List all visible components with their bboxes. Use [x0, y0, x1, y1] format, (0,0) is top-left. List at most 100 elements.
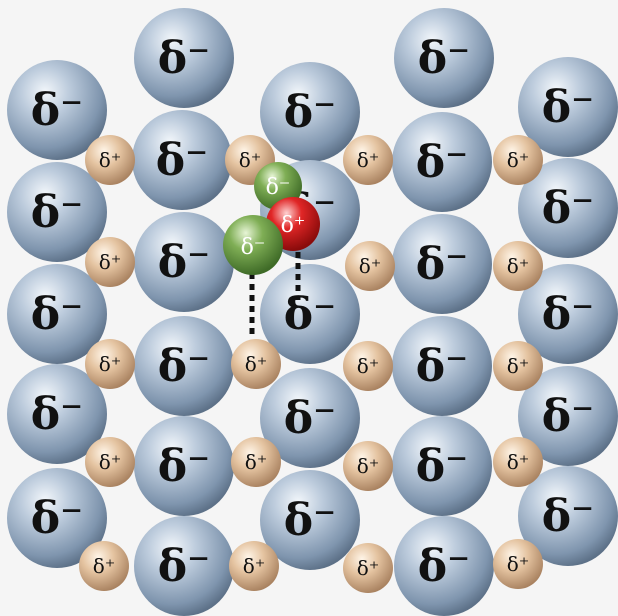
anion-7: δ⁻ [392, 112, 492, 212]
anion-1-label: δ⁻ [158, 33, 211, 84]
cation-15-label: δ⁺ [507, 450, 530, 474]
anion-16-sphere [134, 316, 234, 416]
anion-24-sphere [260, 470, 360, 570]
cation-11-label: δ⁺ [507, 354, 530, 378]
cation-19-label: δ⁺ [507, 552, 530, 576]
cation-10-label: δ⁺ [357, 354, 380, 378]
cation-12-sphere [85, 437, 135, 487]
anion-21-label: δ⁻ [158, 441, 211, 492]
cation-17: δ⁺ [229, 541, 279, 591]
anion-18-label: δ⁻ [31, 389, 84, 440]
cation-8: δ⁺ [85, 339, 135, 389]
anion-1-sphere [134, 8, 234, 108]
anion-19: δ⁻ [260, 368, 360, 468]
anion-21-sphere [134, 416, 234, 516]
cation-3: δ⁺ [343, 135, 393, 185]
anion-11: δ⁻ [134, 212, 234, 312]
anion-4-sphere [260, 62, 360, 162]
anion-24-label: δ⁻ [284, 495, 337, 546]
anion-18-sphere [7, 364, 107, 464]
cation-14-sphere [343, 441, 393, 491]
green-atom-left-label: δ⁻ [241, 235, 266, 260]
red-atom-label: δ⁺ [281, 213, 306, 238]
anion-5-sphere [518, 57, 618, 157]
anion-26: δ⁻ [134, 516, 234, 616]
anion-26-label: δ⁻ [158, 541, 211, 592]
anion-13: δ⁻ [7, 264, 107, 364]
cation-4: δ⁺ [493, 135, 543, 185]
cation-18-label: δ⁺ [357, 556, 380, 580]
cation-9: δ⁺ [231, 339, 281, 389]
adsorbate-layer: δ⁻ δ⁺ δ⁻ [223, 162, 320, 275]
anion-25: δ⁻ [518, 466, 618, 566]
anion-17-label: δ⁻ [416, 341, 469, 392]
cation-14: δ⁺ [343, 441, 393, 491]
anion-22-label: δ⁻ [416, 441, 469, 492]
anion-23: δ⁻ [7, 468, 107, 568]
anion-20-label: δ⁻ [542, 391, 595, 442]
anion-2: δ⁻ [394, 8, 494, 108]
anion-13-sphere [7, 264, 107, 364]
anion-8-label: δ⁻ [31, 187, 84, 238]
anion-24: δ⁻ [260, 470, 360, 570]
anion-10-label: δ⁻ [542, 183, 595, 234]
anion-1: δ⁻ [134, 8, 234, 108]
cation-16-label: δ⁺ [93, 554, 116, 578]
anion-15: δ⁻ [518, 264, 618, 364]
anion-27-sphere [394, 516, 494, 616]
anion-2-sphere [394, 8, 494, 108]
anion-12-sphere [392, 214, 492, 314]
green-atom-left: δ⁻ [223, 215, 283, 275]
anion-2-label: δ⁻ [418, 33, 471, 84]
anion-layer: δ⁻δ⁻δ⁻δ⁻δ⁻δ⁻δ⁻δ⁻δ⁻δ⁻δ⁻δ⁻δ⁻δ⁻δ⁻δ⁻δ⁻δ⁻δ⁻δ⁻… [7, 8, 618, 616]
anion-6-label: δ⁻ [156, 135, 209, 186]
anion-6: δ⁻ [132, 110, 232, 210]
anion-15-sphere [518, 264, 618, 364]
cation-12-label: δ⁺ [99, 450, 122, 474]
anion-26-sphere [134, 516, 234, 616]
anion-20: δ⁻ [518, 366, 618, 466]
anion-3: δ⁻ [7, 60, 107, 160]
green-atom-top-label: δ⁻ [266, 175, 291, 200]
anion-23-sphere [7, 468, 107, 568]
cation-7-sphere [493, 241, 543, 291]
anion-12: δ⁻ [392, 214, 492, 314]
cation-18: δ⁺ [343, 543, 393, 593]
cation-9-label: δ⁺ [245, 352, 268, 376]
cation-1-sphere [85, 135, 135, 185]
anion-5: δ⁻ [518, 57, 618, 157]
anion-17-sphere [392, 316, 492, 416]
cation-6: δ⁺ [345, 241, 395, 291]
cation-6-label: δ⁺ [359, 254, 382, 278]
anion-8: δ⁻ [7, 162, 107, 262]
anion-14-label: δ⁻ [284, 289, 337, 340]
cation-11: δ⁺ [493, 341, 543, 391]
anion-19-label: δ⁻ [284, 393, 337, 444]
anion-10: δ⁻ [518, 158, 618, 258]
cation-8-label: δ⁺ [99, 352, 122, 376]
anion-10-sphere [518, 158, 618, 258]
cation-6-sphere [345, 241, 395, 291]
anion-15-label: δ⁻ [542, 289, 595, 340]
cation-13-sphere [231, 437, 281, 487]
cation-1: δ⁺ [85, 135, 135, 185]
cation-17-label: δ⁺ [243, 554, 266, 578]
anion-3-sphere [7, 60, 107, 160]
cation-3-label: δ⁺ [357, 148, 380, 172]
anion-16-label: δ⁻ [158, 341, 211, 392]
anion-25-sphere [518, 466, 618, 566]
cation-16: δ⁺ [79, 541, 129, 591]
cation-15: δ⁺ [493, 437, 543, 487]
anion-17: δ⁻ [392, 316, 492, 416]
anion-13-label: δ⁻ [31, 289, 84, 340]
anion-20-sphere [518, 366, 618, 466]
anion-7-label: δ⁻ [416, 137, 469, 188]
cation-5-label: δ⁺ [99, 250, 122, 274]
anion-22-sphere [392, 416, 492, 516]
anion-19-sphere [260, 368, 360, 468]
cation-13-label: δ⁺ [245, 450, 268, 474]
anion-4-label: δ⁻ [284, 87, 337, 138]
anion-11-sphere [134, 212, 234, 312]
anion-11-label: δ⁻ [158, 237, 211, 288]
